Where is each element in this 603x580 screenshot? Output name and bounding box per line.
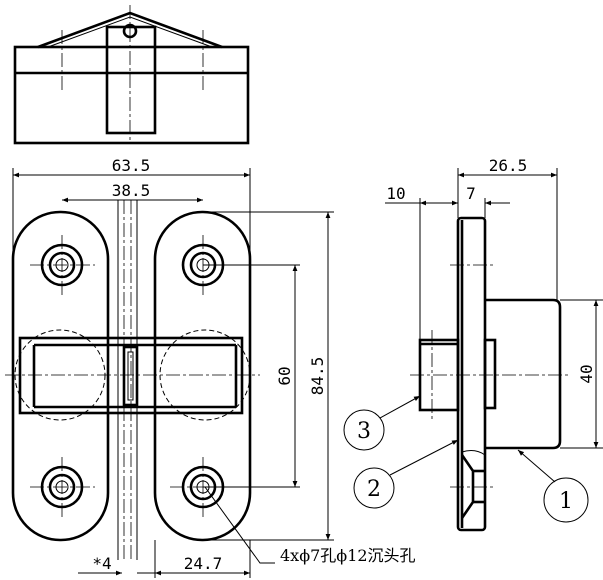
dim-gap: *4: [92, 554, 111, 573]
dim-40: 40: [577, 364, 596, 383]
dim-38-5: 38.5: [112, 181, 151, 200]
side-body: [485, 298, 562, 450]
side-view: [410, 216, 570, 532]
balloon-3: 3: [357, 419, 371, 444]
balloon-1: 1: [559, 489, 573, 514]
top-view: [13, 5, 250, 145]
dim-10: 10: [386, 184, 405, 203]
dim-24-7: 24.7: [184, 554, 223, 573]
front-dimensions: 63.5 38.5 60 84.5 *4 24.7 4xϕ7孔ϕ12沉头孔: [12, 156, 416, 578]
front-view: [5, 200, 260, 560]
side-dimensions: 26.5 10 7 40: [385, 156, 603, 449]
balloon-2: 2: [367, 477, 381, 502]
hole-note: 4xϕ7孔ϕ12沉头孔: [280, 546, 416, 565]
dim-84-5: 84.5: [308, 357, 327, 396]
dim-7: 7: [466, 184, 476, 203]
dim-63-5: 63.5: [112, 156, 151, 175]
left-leaf: [11, 210, 110, 542]
dim-60: 60: [275, 366, 294, 385]
dim-26-5: 26.5: [489, 156, 528, 175]
balloons: 3 2 1: [343, 395, 589, 523]
